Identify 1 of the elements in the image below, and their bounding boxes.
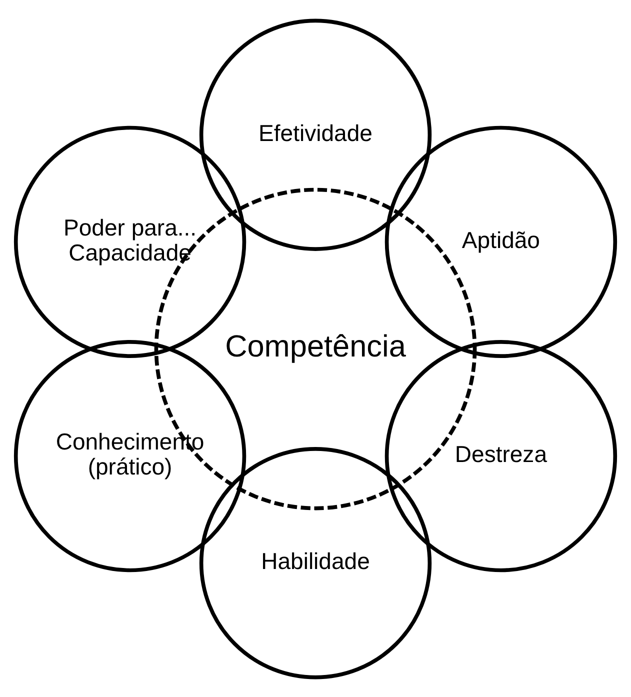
node-circle: Efetividade bbox=[199, 18, 432, 250]
